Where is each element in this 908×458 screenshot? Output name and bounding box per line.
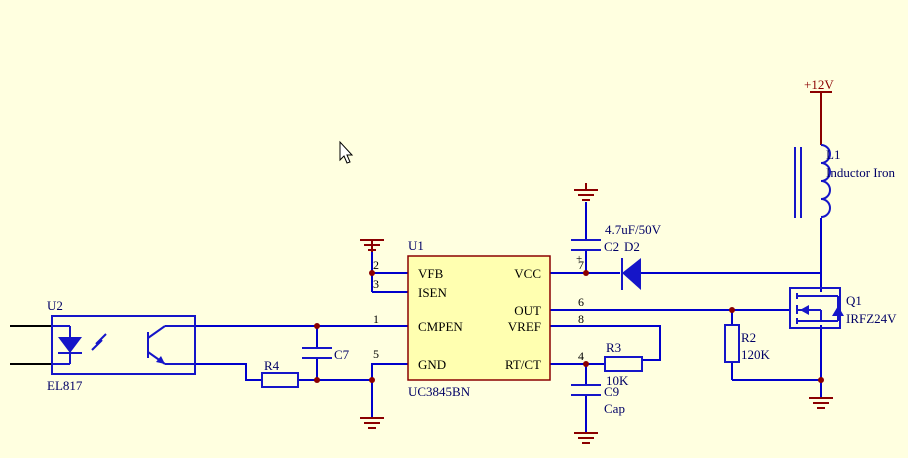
power-label: +12V <box>804 77 834 92</box>
r3-value: 10K <box>606 373 629 388</box>
pin-name: CMPEN <box>418 319 463 334</box>
pin-number: 5 <box>373 347 379 361</box>
junction-dot <box>583 361 589 367</box>
u2-part: EL817 <box>47 378 83 393</box>
pin-number: 7 <box>578 258 584 272</box>
pin-name: GND <box>418 357 446 372</box>
junction-dot <box>729 307 735 313</box>
r4-designator: R4 <box>264 358 280 373</box>
r3-designator: R3 <box>606 340 621 355</box>
ground-symbol <box>809 397 833 409</box>
ground-symbol <box>574 432 598 444</box>
capacitor-c2[interactable]: + C2 4.7uF/50V <box>571 222 662 265</box>
c9-value: Cap <box>604 401 625 416</box>
pin-number: 6 <box>578 295 584 309</box>
inductor-l1[interactable]: L1 Inductor Iron <box>794 144 895 218</box>
resistor-r3[interactable]: R3 10K <box>604 340 643 388</box>
r2-designator: R2 <box>741 330 756 345</box>
junction-dot <box>369 270 375 276</box>
pin-number: 8 <box>578 312 584 326</box>
c2-value: 4.7uF/50V <box>605 222 662 237</box>
pin-name: VFB <box>418 266 444 281</box>
mouse-cursor-icon <box>339 140 354 164</box>
capacitor-c7[interactable]: C7 <box>302 347 350 362</box>
u1-designator: U1 <box>408 238 424 253</box>
d2-designator: D2 <box>624 239 640 254</box>
c7-designator: C7 <box>334 347 350 362</box>
pin-number: 2 <box>373 258 379 272</box>
r2-value: 120K <box>741 347 771 362</box>
ic-u1[interactable]: U1 UC3845BN VFB ISEN CMPEN GND VCC OUT V… <box>373 238 584 399</box>
optocoupler-u2[interactable]: U2 EL817 <box>47 298 196 393</box>
polarity-plus-icon: + <box>576 253 582 265</box>
pin-name: RT/CT <box>505 357 541 372</box>
pin-name: VREF <box>508 319 541 334</box>
ground-symbol <box>360 417 384 429</box>
junctions <box>314 270 824 383</box>
pin-name: ISEN <box>418 285 448 300</box>
pin-number: 4 <box>578 349 584 363</box>
l1-designator: L1 <box>826 147 840 162</box>
junction-dot <box>314 323 320 329</box>
diode-d2[interactable]: D2 <box>621 239 641 290</box>
u1-part: UC3845BN <box>408 384 471 399</box>
junction-dot <box>818 377 824 383</box>
mosfet-q1[interactable]: Q1 IRFZ24V <box>789 287 897 329</box>
c9-designator: C9 <box>604 384 619 399</box>
u2-designator: U2 <box>47 298 63 313</box>
power-port-12v: +12V <box>804 77 834 93</box>
junction-dot <box>314 377 320 383</box>
c2-designator: C2 <box>604 239 619 254</box>
l1-value: Inductor Iron <box>826 165 895 180</box>
pin-number: 3 <box>373 277 379 291</box>
junction-dot <box>583 270 589 276</box>
capacitor-c9[interactable]: C9 Cap <box>571 384 625 416</box>
pin-name: VCC <box>514 266 541 281</box>
ground-symbol <box>574 183 598 201</box>
pin-number: 1 <box>373 312 379 326</box>
junction-dot <box>369 377 375 383</box>
resistor-r4[interactable]: R4 <box>261 358 299 388</box>
q1-designator: Q1 <box>846 293 862 308</box>
q1-value: IRFZ24V <box>846 311 897 326</box>
resistor-r2[interactable]: R2 120K <box>724 324 771 363</box>
pin-name: OUT <box>514 303 541 318</box>
ground-symbol <box>360 239 384 252</box>
